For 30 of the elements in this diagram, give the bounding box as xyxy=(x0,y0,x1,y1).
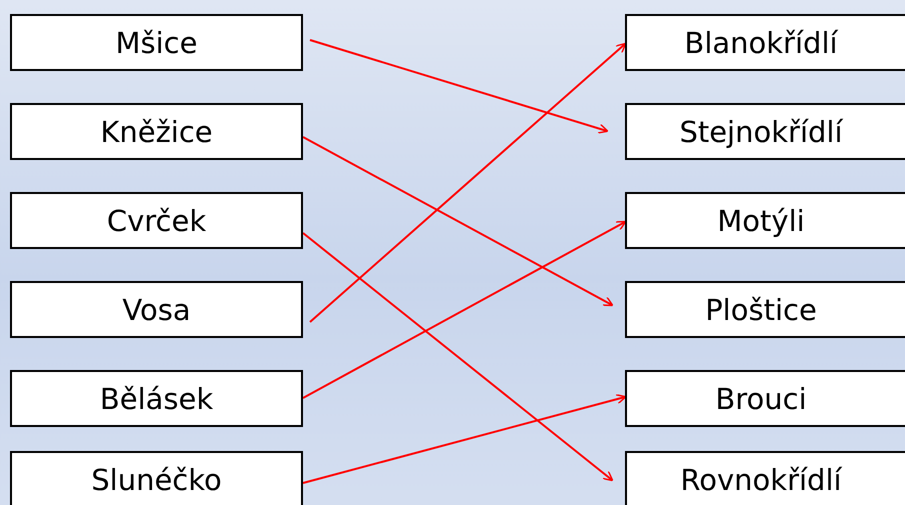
box-label: Vosa xyxy=(122,292,191,326)
label-box xyxy=(625,281,905,338)
box-label: Cvrček xyxy=(106,204,206,238)
arrow xyxy=(302,220,626,399)
label-box xyxy=(10,281,303,338)
box-label: Rovnokřídlí xyxy=(680,462,842,496)
arrow xyxy=(309,42,626,323)
box-label: Stejnokřídlí xyxy=(679,114,843,148)
box-label: Bělásek xyxy=(100,382,214,416)
box-label: Blanokřídlí xyxy=(684,26,838,60)
label-box xyxy=(625,192,905,249)
label-box xyxy=(625,370,905,427)
box-label: Mšice xyxy=(116,26,198,60)
label-box xyxy=(10,451,303,505)
label-box xyxy=(625,103,905,160)
arrow xyxy=(302,394,627,484)
label-box xyxy=(10,14,303,71)
label-box xyxy=(625,14,905,71)
box-label: Slunéčko xyxy=(91,462,222,496)
box-label: Ploštice xyxy=(705,292,817,326)
box-label: Motýli xyxy=(717,204,805,238)
box-label: Kněžice xyxy=(100,114,213,148)
label-box xyxy=(10,192,303,249)
label-box xyxy=(10,103,303,160)
arrow xyxy=(302,136,614,306)
arrow xyxy=(310,39,609,134)
arrow xyxy=(302,232,614,482)
label-box xyxy=(10,370,303,427)
label-box xyxy=(625,451,905,505)
box-label: Brouci xyxy=(715,382,807,416)
